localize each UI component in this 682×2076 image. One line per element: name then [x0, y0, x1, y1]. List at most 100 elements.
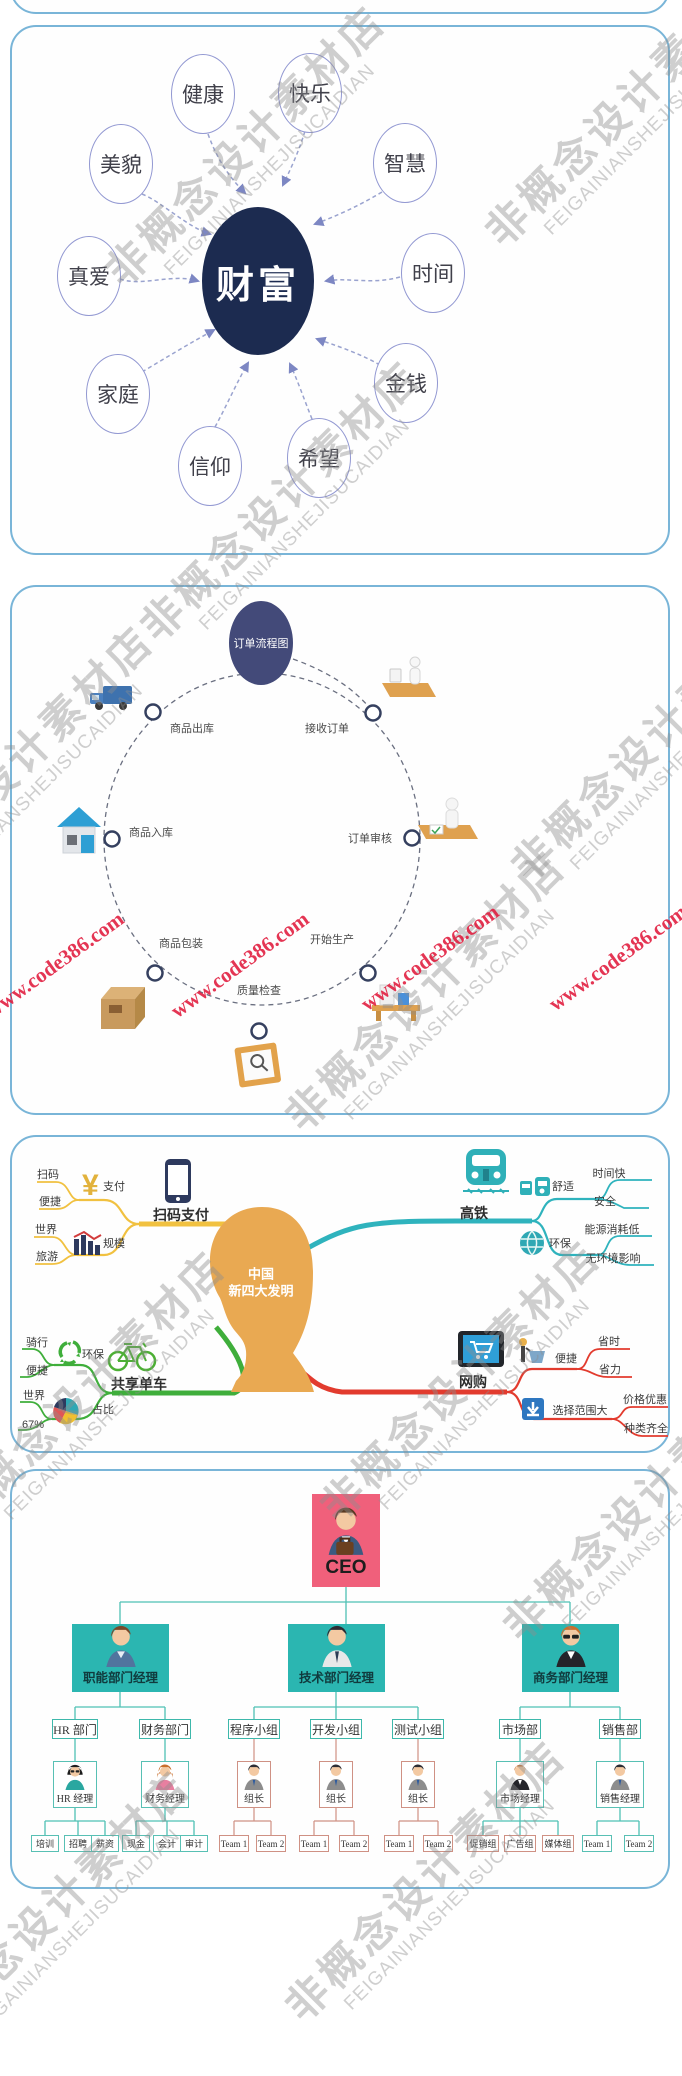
staff-box: 财务经理	[141, 1761, 189, 1808]
branch-label: 高铁	[460, 1205, 488, 1221]
production-desk-icon	[372, 984, 420, 1021]
order-flow-graphics	[57, 656, 478, 1088]
ceo-box: CEO	[312, 1494, 380, 1587]
leaf-label: 省力	[599, 1364, 621, 1376]
manager-avatar	[321, 1625, 352, 1667]
leaf-label: 世界	[35, 1224, 57, 1236]
team-box: Team 1	[299, 1835, 329, 1852]
shopper-cart-icon	[519, 1338, 545, 1363]
dept-box: HR 部门	[52, 1719, 98, 1739]
leaf-label: 骑行	[26, 1337, 48, 1349]
ceo-avatar	[328, 1507, 364, 1555]
step-node-dot	[359, 964, 377, 982]
team-box: 会计	[153, 1835, 181, 1852]
step-node-dot	[103, 830, 121, 848]
team-box: 招聘	[64, 1835, 92, 1852]
leaf-label: 便捷	[39, 1196, 61, 1208]
wealth-satellite-node: 美貌	[89, 124, 153, 204]
staff-label: 销售经理	[600, 1794, 640, 1805]
manager-box: 职能部门经理	[72, 1624, 169, 1692]
ceo-label: CEO	[325, 1557, 367, 1578]
manager-box: 商务部门经理	[522, 1624, 619, 1692]
manager-label: 商务部门经理	[532, 1671, 608, 1685]
manager-label: 职能部门经理	[82, 1671, 158, 1685]
team-box: Team 1	[219, 1835, 249, 1852]
globe-icon	[520, 1230, 544, 1256]
staff-avatar	[244, 1764, 264, 1790]
staff-box: 组长	[401, 1761, 435, 1808]
team-box: 促销组	[467, 1835, 499, 1852]
signing-desk-icon	[418, 797, 478, 839]
dept-box: 财务部门	[139, 1719, 191, 1739]
leaf-label: 价格优惠	[623, 1394, 667, 1406]
leaf-label: 扫码	[37, 1169, 59, 1181]
staff-avatar	[610, 1764, 630, 1790]
org-chart-panel: CEO 职能部门经理 技术部门经理 商务部门经理 HR 部门 财务部门 程序	[10, 1469, 670, 1889]
wealth-satellite-node: 真爱	[57, 236, 121, 316]
staff-label: HR 经理	[56, 1794, 94, 1805]
staff-label: 组长	[408, 1794, 428, 1805]
inventions-panel: ¥	[10, 1135, 670, 1453]
team-box: Team 1	[582, 1835, 612, 1852]
inventions-graphics: ¥	[18, 1149, 668, 1437]
sub-label: 舒适	[552, 1181, 574, 1193]
sub-label: 支付	[103, 1181, 125, 1193]
dept-box: 程序小组	[228, 1719, 280, 1739]
tablet-cart-icon	[458, 1331, 504, 1367]
leaf-label: 67%	[21, 1419, 45, 1431]
wealth-center-node: 财富	[202, 207, 314, 355]
branch-label: 共享单车	[111, 1376, 167, 1392]
team-box: 审计	[180, 1835, 208, 1852]
manager-box: 技术部门经理	[288, 1624, 385, 1692]
order-step-label: 商品包装	[159, 938, 203, 950]
download-icon	[522, 1398, 544, 1420]
sub-label: 规模	[103, 1238, 125, 1250]
team-box: Team 2	[339, 1835, 369, 1852]
manager-avatar	[555, 1625, 586, 1667]
recycle-icon	[58, 1340, 82, 1366]
leaf-label: 省时	[598, 1336, 620, 1348]
step-node-dot	[250, 1022, 268, 1040]
train-icon	[463, 1149, 509, 1194]
package-box-icon	[101, 987, 145, 1029]
sub-label: 选择范围大	[552, 1405, 608, 1417]
wealth-satellite-node: 健康	[171, 54, 235, 134]
wealth-connector-lines	[119, 130, 401, 428]
leaf-label: 能源消耗低	[584, 1224, 640, 1236]
order-flow-title: 订单流程图	[229, 601, 293, 685]
inspection-clipboard-icon	[234, 1042, 281, 1088]
leaf-label: 旅游	[36, 1251, 58, 1263]
staff-box: 组长	[237, 1761, 271, 1808]
order-step-label: 开始生产	[310, 934, 354, 946]
org-connector-lines	[44, 1587, 640, 1835]
order-step-label: 商品入库	[129, 827, 173, 839]
leaf-label: 时间快	[592, 1168, 626, 1180]
staff-label: 财务经理	[145, 1794, 185, 1805]
leaf-label: 安全	[594, 1196, 616, 1208]
wealth-satellite-node: 快乐	[278, 53, 342, 133]
team-box: Team 2	[256, 1835, 286, 1852]
staff-label: 市场经理	[500, 1794, 540, 1805]
dept-box: 销售部	[599, 1719, 641, 1739]
order-flow-panel: 订单流程图 商品出库 接收订单 商品入库 订单审核 商品包装 质量检查 开始生产	[10, 585, 670, 1115]
sub-label: 环保	[82, 1349, 104, 1361]
leaf-label: 世界	[23, 1390, 45, 1402]
step-node-dot	[146, 964, 164, 982]
wealth-satellite-node: 希望	[287, 418, 351, 498]
branch-label: 网购	[459, 1374, 487, 1390]
sub-label: 占比	[92, 1404, 114, 1416]
dept-box: 开发小组	[310, 1719, 362, 1739]
manager-label: 技术部门经理	[298, 1671, 374, 1685]
staff-avatar	[65, 1764, 85, 1790]
pie-chart-icon	[53, 1398, 79, 1425]
staff-label: 组长	[326, 1794, 346, 1805]
leaf-label: 便捷	[26, 1365, 48, 1377]
manager-avatar	[105, 1625, 136, 1667]
team-box: 媒体组	[542, 1835, 574, 1852]
yuan-icon: ¥	[82, 1169, 99, 1202]
inventions-center-line2: 新四大发明	[228, 1283, 294, 1299]
dept-box: 市场部	[499, 1719, 541, 1739]
computer-desk-icon	[382, 656, 436, 697]
sub-label: 便捷	[555, 1353, 577, 1365]
team-box: 广告组	[504, 1835, 536, 1852]
